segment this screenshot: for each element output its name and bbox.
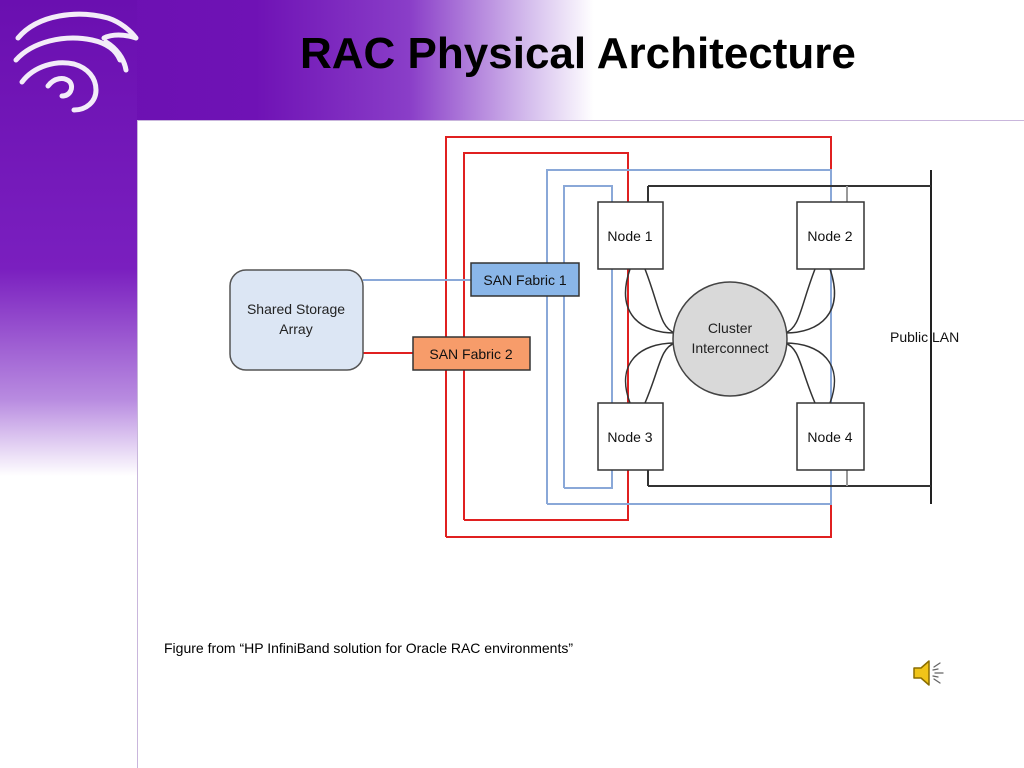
side-divider	[137, 120, 138, 768]
slide-title: RAC Physical Architecture	[300, 29, 856, 78]
red-line-inner	[463, 152, 629, 521]
side-band	[0, 0, 137, 768]
san-fabric-2-box	[412, 336, 531, 371]
node-2-box	[796, 201, 865, 270]
storage-label-line1: Shared Storage	[247, 301, 345, 317]
node-3-label: Node 3	[607, 429, 652, 445]
red-line-outer	[445, 136, 832, 538]
node-1-label: Node 1	[607, 228, 652, 244]
interconnect-label-line1: Cluster	[708, 320, 753, 336]
wildcat-logo-icon	[13, 11, 139, 113]
interconnect-links	[624, 268, 836, 404]
node-4-box	[796, 402, 865, 471]
node-4-label: Node 4	[807, 429, 852, 445]
storage-label-line2: Array	[279, 321, 312, 337]
header-divider	[137, 120, 1024, 121]
cluster-interconnect-circle	[672, 281, 788, 397]
rac-architecture-diagram: Shared Storage Array SAN Fabric 1 SAN Fa…	[229, 136, 959, 538]
figure-caption: Figure from “HP InfiniBand solution for …	[164, 640, 574, 656]
node-1-box	[597, 201, 664, 270]
speaker-icon[interactable]	[910, 656, 948, 690]
san-fabric-2-label: SAN Fabric 2	[429, 346, 512, 362]
san-fabric-1-label: SAN Fabric 1	[483, 272, 566, 288]
node-3-box	[597, 402, 664, 471]
shared-storage-box	[229, 269, 364, 371]
public-lan-label: Public LAN	[890, 329, 959, 345]
header-band	[0, 0, 1024, 120]
node-2-label: Node 2	[807, 228, 852, 244]
san-fabric-1-box	[470, 262, 580, 297]
interconnect-label-line2: Interconnect	[691, 340, 768, 356]
